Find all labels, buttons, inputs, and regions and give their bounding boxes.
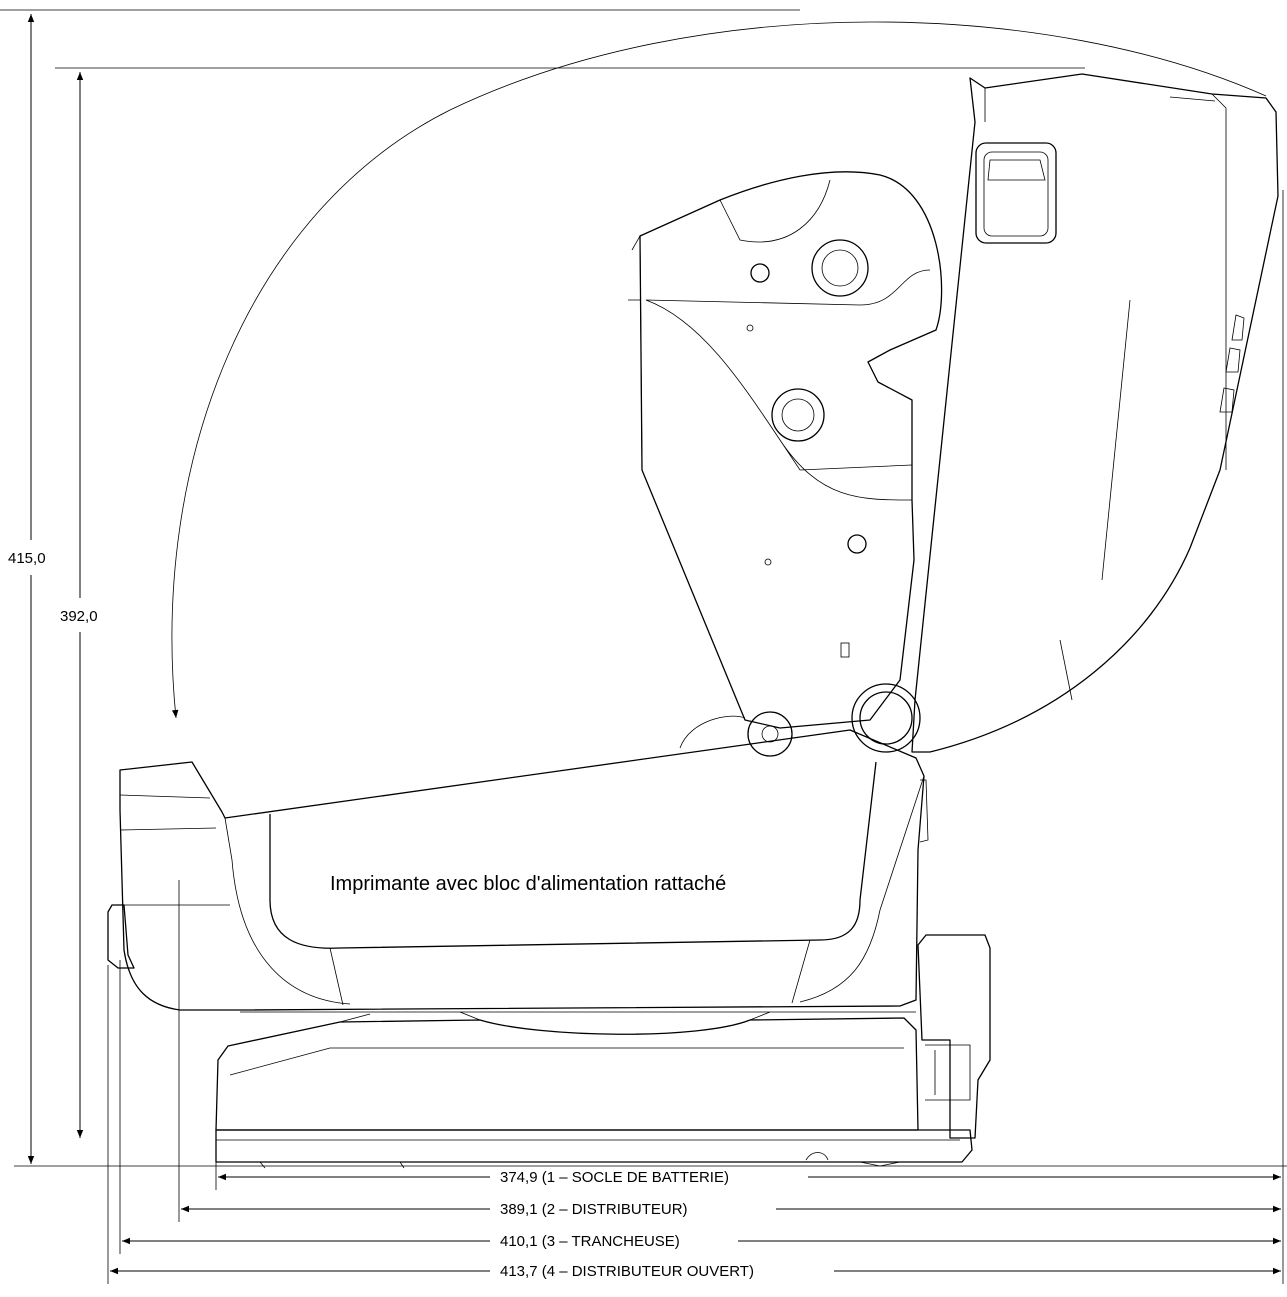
vertical-dimension-lines — [27, 14, 84, 1164]
dim-cutter-label: 410,1 (3 – TRANCHEUSE) — [500, 1233, 680, 1250]
battery-base — [215, 934, 991, 1169]
dim-overall-height-label: 415,0 — [8, 550, 46, 567]
diagram-caption: Imprimante avec bloc d'alimentation ratt… — [330, 873, 726, 895]
extension-lines — [0, 9, 1287, 1284]
dim-battery-base-label: 374,9 (1 – SOCLE DE BATTERIE) — [500, 1169, 729, 1186]
printer-body — [107, 729, 929, 1011]
printer-lid — [628, 73, 1279, 757]
dim-dispenser-label: 389,1 (2 – DISTRIBUTEUR) — [500, 1201, 688, 1218]
lid-opening-arc — [171, 21, 1267, 719]
dim-dispenser-open-label: 413,7 (4 – DISTRIBUTEUR OUVERT) — [500, 1263, 754, 1280]
horizontal-dimension-lines — [110, 1173, 1281, 1275]
dim-body-height-label: 392,0 — [60, 608, 98, 625]
